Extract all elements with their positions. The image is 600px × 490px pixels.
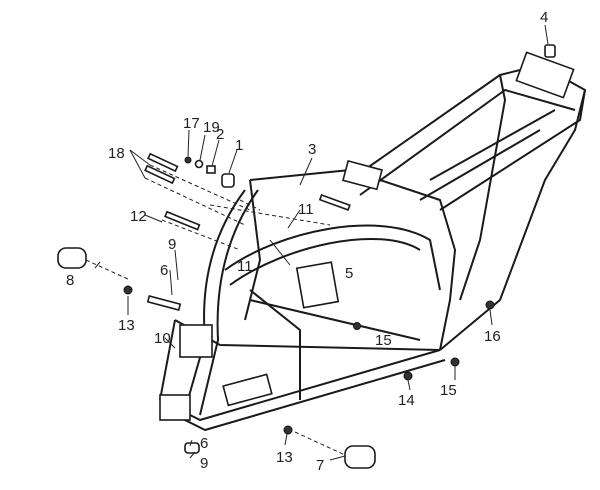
part-6b bbox=[184, 442, 200, 454]
part-13b bbox=[283, 425, 293, 435]
callout-15: 15 bbox=[440, 382, 457, 399]
part-17 bbox=[184, 156, 192, 164]
rear-frame bbox=[349, 51, 586, 351]
callout-16: 16 bbox=[484, 328, 501, 345]
callout-7: 7 bbox=[316, 457, 324, 474]
callout-8: 8 bbox=[66, 272, 74, 289]
part-1 bbox=[221, 173, 235, 188]
callout-15: 15 bbox=[375, 332, 392, 349]
part-13a bbox=[123, 285, 133, 295]
part-14 bbox=[403, 371, 413, 381]
callout-19: 19 bbox=[203, 119, 220, 136]
callout-6: 6 bbox=[200, 435, 208, 452]
callout-11: 11 bbox=[237, 258, 253, 275]
fasteners bbox=[57, 44, 556, 469]
main-frame bbox=[159, 159, 456, 431]
callout-9: 9 bbox=[168, 236, 176, 253]
callout-13: 13 bbox=[276, 449, 293, 466]
part-7 bbox=[344, 445, 376, 469]
callout-1: 1 bbox=[235, 137, 243, 154]
callout-13: 13 bbox=[118, 317, 135, 334]
callout-11: 11 bbox=[298, 201, 314, 218]
callout-14: 14 bbox=[398, 392, 415, 409]
part-8 bbox=[57, 247, 87, 269]
callout-2: 2 bbox=[216, 126, 224, 143]
callout-5: 5 bbox=[345, 265, 353, 282]
callout-labels: 4 17 19 2 1 3 18 11 11 12 9 6 8 13 10 5 … bbox=[66, 9, 548, 474]
callout-18: 18 bbox=[108, 145, 125, 162]
callout-9: 9 bbox=[200, 455, 208, 472]
callout-4: 4 bbox=[540, 9, 548, 26]
part-15b bbox=[450, 357, 460, 367]
callout-10: 10 bbox=[154, 330, 171, 347]
callout-3: 3 bbox=[308, 141, 316, 158]
leader-lines bbox=[94, 24, 549, 461]
callout-12: 12 bbox=[130, 208, 147, 225]
callout-17: 17 bbox=[183, 115, 200, 132]
part-16 bbox=[485, 300, 495, 310]
part-4 bbox=[544, 44, 556, 58]
part-15a bbox=[353, 322, 361, 330]
part-19 bbox=[194, 159, 204, 169]
part-2 bbox=[206, 165, 216, 174]
callout-6: 6 bbox=[160, 262, 168, 279]
